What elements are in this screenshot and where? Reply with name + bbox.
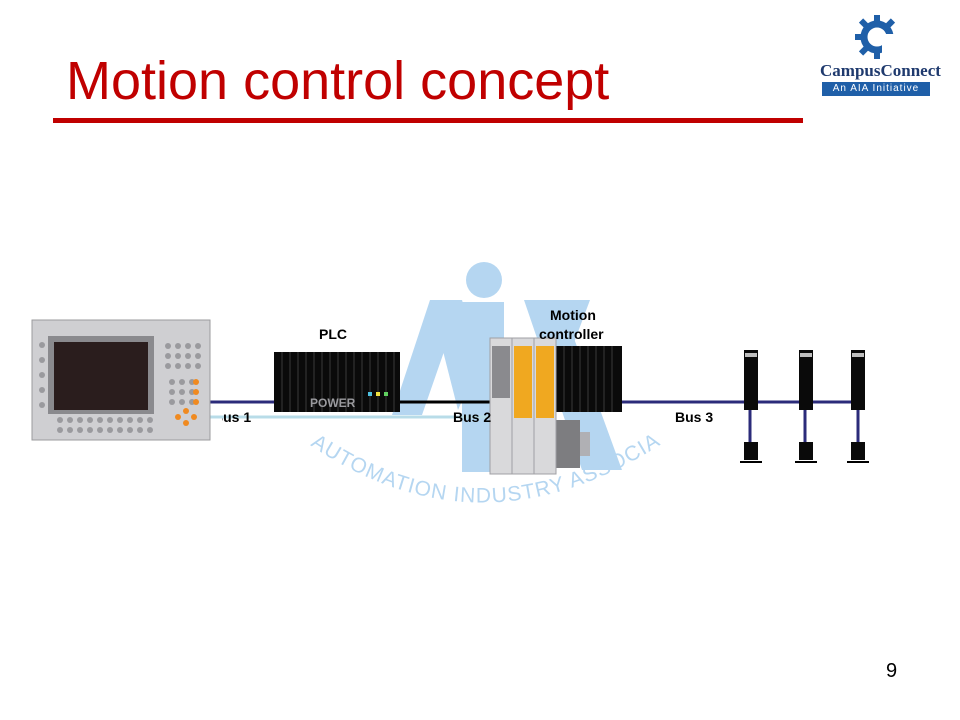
campusconnect-logo: CampusConnect An AIA Initiative	[820, 14, 941, 98]
plc-rack	[274, 352, 400, 412]
plc-label: PLC	[319, 326, 347, 342]
plc-power-label: POWER	[310, 396, 356, 410]
page-number: 9	[886, 660, 898, 682]
servo-drive-2	[795, 350, 817, 463]
logo-tagline: An AIA Initiative	[822, 82, 930, 96]
motion-controller-label-line1: Motion	[550, 307, 596, 323]
servo-drive-3	[847, 350, 869, 463]
hmi-panel	[31, 319, 211, 441]
bus-1-label: Bus 1	[213, 409, 252, 425]
motion-controller	[489, 337, 622, 475]
servo-drive-1	[740, 350, 762, 463]
gear-icon	[855, 15, 900, 60]
bus-2-label: Bus 2	[453, 409, 492, 425]
motion-controller-label-line2: controller	[539, 326, 604, 342]
slide-title: Motion control concept	[66, 51, 610, 111]
bus-3-label: Bus 3	[675, 409, 714, 425]
title-underline	[53, 118, 803, 123]
logo-name: CampusConnect	[820, 61, 941, 80]
